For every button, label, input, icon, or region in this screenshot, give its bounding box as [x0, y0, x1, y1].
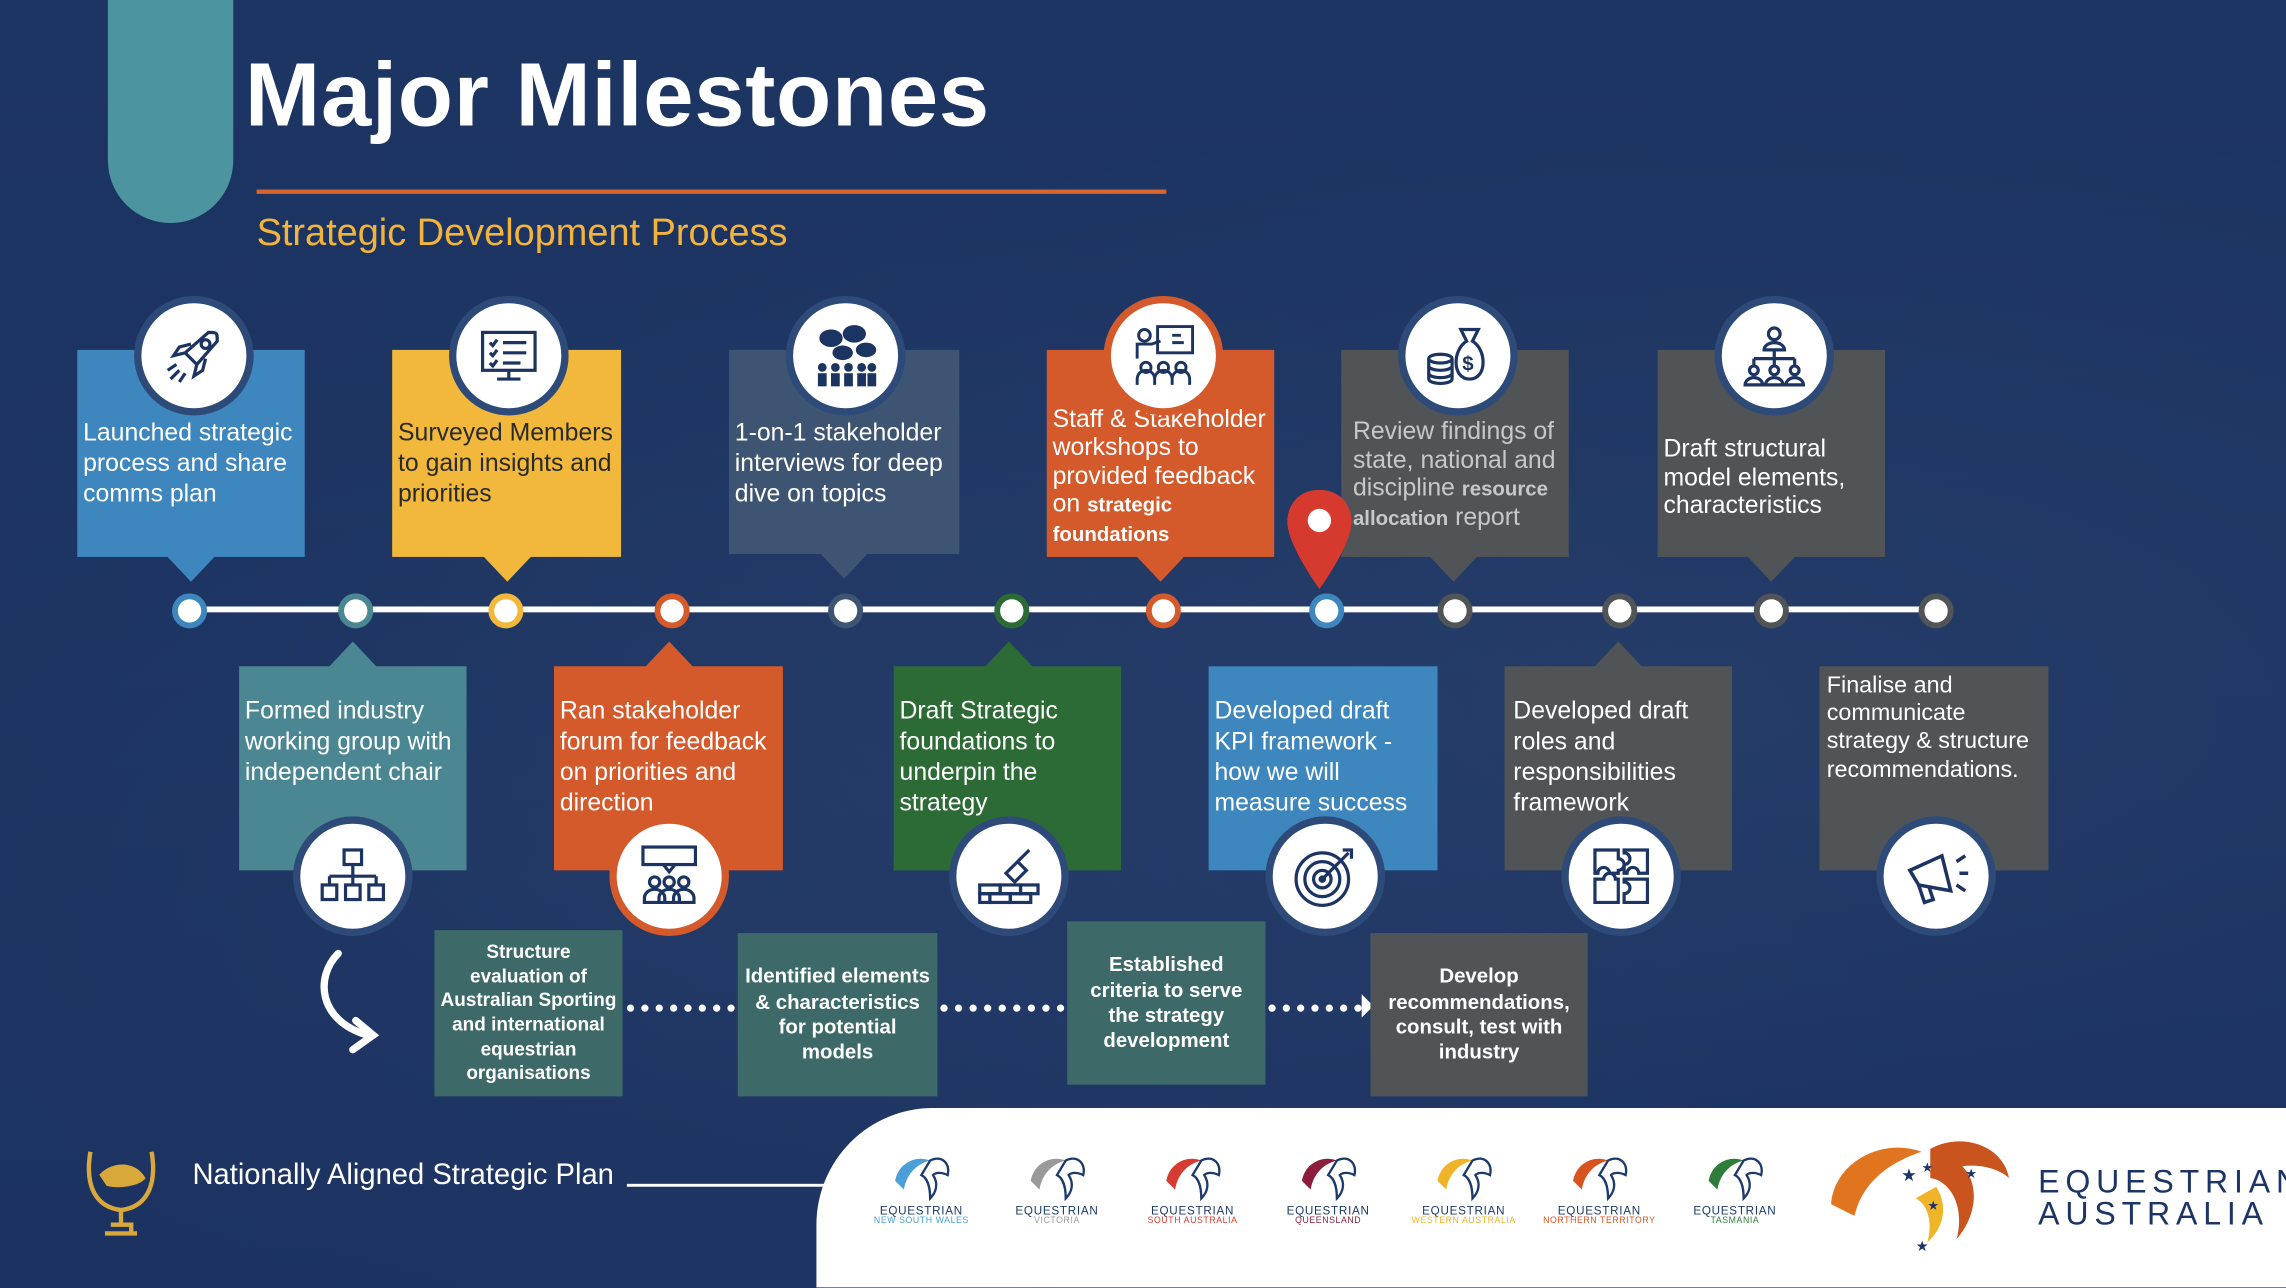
state-logo-name: EQUESTRIAN	[1405, 1204, 1522, 1217]
horse-head-icon	[889, 1149, 953, 1201]
hierarchy-icon	[293, 816, 413, 936]
dotted-connector	[627, 1004, 735, 1011]
svg-text:★: ★	[1916, 1238, 1929, 1254]
pointer	[483, 555, 533, 581]
rocket-icon	[134, 296, 254, 416]
milestone-text: Finalise and communicate strategy & stru…	[1827, 672, 2043, 784]
svg-text:★: ★	[1965, 1167, 1977, 1182]
trophy-saddle-logo	[76, 1143, 166, 1245]
svg-text:★: ★	[1922, 1161, 1934, 1176]
timeline-line	[187, 606, 1936, 612]
speech-bubbles-people-icon	[786, 296, 906, 416]
pointer	[1747, 555, 1797, 581]
milestone-text: Formed industry working group with indep…	[245, 695, 461, 787]
milestone-text: Staff & Stakeholder workshops to provide…	[1053, 405, 1269, 546]
dotted-connector	[940, 1004, 1064, 1011]
timeline-node	[1146, 593, 1181, 628]
state-logo-subtitle: NEW SOUTH WALES	[863, 1217, 980, 1226]
pointer	[1136, 555, 1186, 581]
page-subtitle: Strategic Development Process	[257, 210, 788, 255]
timeline-node	[488, 593, 523, 628]
target-icon	[1265, 816, 1385, 936]
title-underline	[257, 190, 1167, 194]
process-step-identified-elements: Identified elements & characteristics fo…	[738, 933, 938, 1096]
horse-head-icon	[1703, 1149, 1767, 1201]
state-logo-name: EQUESTRIAN	[1134, 1204, 1251, 1217]
process-step-develop-recommendations: Develop recommendations, consult, test w…	[1370, 933, 1587, 1096]
milestone-text: Developed draft KPI framework - how we w…	[1214, 695, 1431, 818]
forum-audience-icon	[609, 816, 729, 936]
trowel-bricks-icon	[949, 816, 1069, 936]
timeline-node	[1919, 593, 1954, 628]
pointer	[984, 641, 1034, 667]
horse-head-icon	[1296, 1149, 1360, 1201]
milestone-text: Ran stakeholder forum for feedback on pr…	[560, 695, 777, 818]
milestone-text: Review findings of state, national and d…	[1353, 417, 1563, 532]
timeline-node	[1602, 593, 1637, 628]
milestone-text: Launched strategic process and share com…	[83, 417, 299, 509]
location-pin-icon	[1283, 487, 1356, 598]
timeline-node	[338, 593, 373, 628]
state-logo-name: EQUESTRIAN	[863, 1204, 980, 1217]
horse-head-icon	[1432, 1149, 1496, 1201]
milestone-text: Draft structural model elements, charact…	[1663, 434, 1879, 520]
timeline-node	[655, 593, 690, 628]
pointer	[1593, 641, 1643, 667]
milestone-text: Surveyed Members to gain insights and pr…	[398, 417, 615, 509]
state-logo: EQUESTRIANTASMANIA	[1677, 1149, 1794, 1226]
state-logo-name: EQUESTRIAN	[999, 1204, 1116, 1217]
state-logo-subtitle: SOUTH AUSTRALIA	[1134, 1217, 1251, 1226]
pointer	[644, 641, 694, 667]
page-title: Major Milestones	[245, 44, 990, 148]
brand-name-line2: AUSTRALIA	[2038, 1195, 2269, 1233]
milestone-text: Developed draft roles and responsibiliti…	[1513, 695, 1726, 818]
survey-monitor-icon	[449, 296, 569, 416]
megaphone-icon	[1876, 816, 1996, 936]
svg-text:★: ★	[1901, 1166, 1917, 1186]
presentation-group-icon	[1104, 296, 1224, 416]
dotted-connector	[1268, 1004, 1361, 1011]
curved-arrow-icon	[309, 945, 411, 1062]
puzzle-icon	[1561, 816, 1681, 936]
process-step-established-criteria: Established criteria to serve the strate…	[1067, 921, 1265, 1084]
state-logo-name: EQUESTRIAN	[1541, 1204, 1658, 1217]
state-logo-name: EQUESTRIAN	[1677, 1204, 1794, 1217]
state-logo-subtitle: TASMANIA	[1677, 1217, 1794, 1226]
horse-head-icon	[1567, 1149, 1631, 1201]
timeline-node	[172, 593, 207, 628]
accent-tab	[108, 0, 233, 223]
horse-head-icon	[1160, 1149, 1224, 1201]
state-logo-subtitle: VICTORIA	[999, 1217, 1116, 1226]
pointer	[166, 555, 216, 581]
svg-text:$: $	[1462, 353, 1474, 375]
org-chart-people-icon	[1715, 296, 1835, 416]
pointer	[328, 641, 378, 667]
timeline-node	[1437, 593, 1472, 628]
timeline-node	[1309, 593, 1344, 628]
equestrian-australia-logo: ★ ★ ★ ★ ★	[1822, 1120, 2026, 1254]
state-logo-subtitle: WESTERN AUSTRALIA	[1405, 1217, 1522, 1226]
milestone-text: 1-on-1 stakeholder interviews for deep d…	[735, 417, 954, 509]
timeline-node	[1754, 593, 1789, 628]
state-logo-subtitle: NORTHERN TERRITORY	[1541, 1217, 1658, 1226]
svg-text:★: ★	[1927, 1199, 1939, 1214]
timeline-node	[994, 593, 1029, 628]
pointer	[819, 553, 869, 579]
pointer	[1429, 555, 1479, 581]
milestone-text: Draft Strategic foundations to underpin …	[900, 695, 1116, 818]
money-bag-icon: $	[1398, 296, 1518, 416]
process-step-structure-evaluation: Structure evaluation of Australian Sport…	[434, 930, 622, 1096]
timeline-node	[828, 593, 863, 628]
state-logo-name: EQUESTRIAN	[1270, 1204, 1387, 1217]
state-logo-subtitle: QUEENSLAND	[1270, 1217, 1387, 1226]
horse-head-icon	[1025, 1149, 1089, 1201]
footer-label: Nationally Aligned Strategic Plan	[192, 1159, 613, 1193]
